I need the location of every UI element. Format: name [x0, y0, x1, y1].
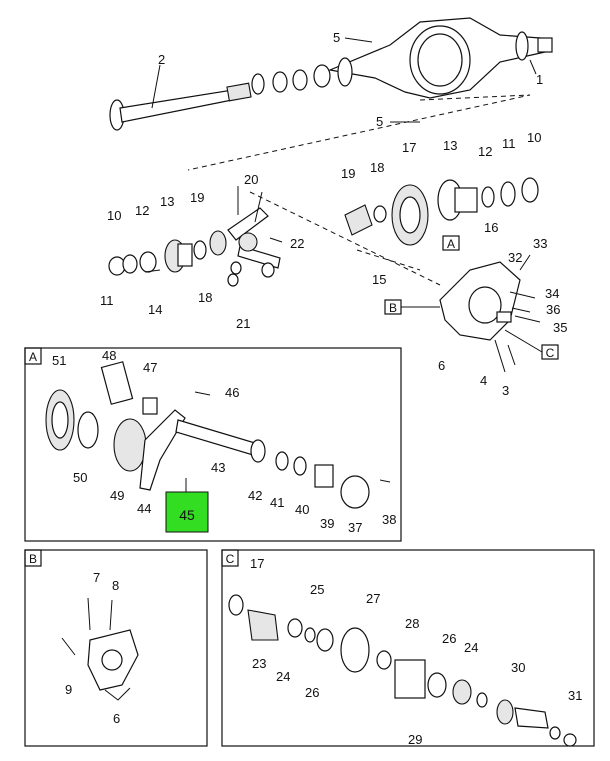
callout-17-c: 23 [252, 656, 266, 671]
callout-19-left: 19 [190, 190, 204, 205]
callout-20: 20 [244, 172, 258, 187]
detail-panel-b: B 7 8 9 6 [24, 549, 208, 747]
callout-13-right: 13 [443, 138, 457, 153]
callout-15: 15 [372, 272, 386, 287]
panel-b-tag: B [29, 552, 37, 566]
carrier-housing [439, 254, 541, 373]
svg-text:C: C [546, 346, 555, 360]
diff-case [437, 177, 539, 221]
callout-48: 48 [102, 348, 116, 363]
callout-25: 25 [310, 582, 324, 597]
detail-panel-c: C 17 23 24 24 25 26 26 27 28 29 30 31 [221, 549, 595, 747]
callout-26-left: 26 [305, 685, 319, 700]
callout-8: 8 [112, 578, 119, 593]
svg-text:B: B [389, 301, 397, 315]
callout-31: 31 [568, 688, 582, 703]
callout-13-left: 13 [160, 194, 174, 209]
callout-41: 41 [270, 495, 284, 510]
callout-9: 9 [65, 682, 72, 697]
callout-33: 33 [533, 236, 547, 251]
callout-43: 43 [211, 460, 225, 475]
callout-11-right: 11 [502, 136, 516, 151]
callout-34: 34 [545, 286, 559, 301]
assembly-guide-line [356, 249, 421, 271]
callout-4: 4 [480, 373, 487, 388]
callout-12-right: 12 [478, 144, 492, 159]
detail-panel-a: A 45 37 38 39 40 41 42 [24, 347, 402, 542]
callout-30: 30 [511, 660, 525, 675]
pinion-gear [344, 204, 373, 236]
callout-22: 22 [290, 236, 304, 251]
panel-a-parts [45, 361, 391, 509]
callout-18-left: 18 [198, 290, 212, 305]
ring-gear [391, 184, 429, 246]
callout-6: 6 [438, 358, 445, 373]
callout-45[interactable]: 45 [179, 507, 195, 523]
thrust-washer [373, 205, 387, 223]
callout-28: 28 [405, 616, 419, 631]
main-assembly: A B C 1 2 3 4 5 5 6 10 10 11 [100, 17, 567, 398]
highlighted-part-45[interactable]: 45 [165, 491, 209, 533]
callout-49: 49 [110, 488, 124, 503]
callout-51: 51 [52, 353, 66, 368]
svg-text:A: A [447, 237, 455, 251]
tag-b-main: B [384, 299, 440, 315]
callout-12-left: 12 [135, 203, 149, 218]
callout-47: 47 [143, 360, 157, 375]
axle-shaft [109, 82, 252, 131]
callout-10-right: 10 [527, 130, 541, 145]
callout-23: 17 [250, 556, 264, 571]
assembly-guide-line [187, 94, 531, 171]
callout-6-b: 6 [113, 711, 120, 726]
callout-18-right: 18 [370, 160, 384, 175]
callout-36: 36 [546, 302, 560, 317]
callout-29: 29 [408, 732, 422, 747]
callout-11-left: 11 [100, 293, 114, 308]
callout-7: 7 [93, 570, 100, 585]
callout-26-right: 26 [442, 631, 456, 646]
panel-c-tag: C [226, 552, 235, 566]
callout-37: 37 [348, 520, 362, 535]
callout-24-right: 24 [464, 640, 478, 655]
tag-c-main: C [504, 329, 559, 360]
callout-5-bottom: 5 [376, 114, 383, 129]
callout-1: 1 [536, 72, 543, 87]
callout-24-left: 24 [276, 669, 290, 684]
tag-a-main: A [442, 235, 460, 251]
callout-38: 38 [382, 512, 396, 527]
callout-3: 3 [502, 383, 509, 398]
axle-housing [327, 17, 553, 99]
callout-27: 27 [366, 591, 380, 606]
callout-17: 17 [402, 140, 416, 155]
callout-32: 32 [508, 250, 522, 265]
callout-42: 42 [248, 488, 262, 503]
callout-14: 14 [148, 302, 162, 317]
callout-10-left: 10 [107, 208, 121, 223]
callout-46: 46 [225, 385, 239, 400]
leader-lines-main [151, 37, 537, 243]
callout-35: 35 [553, 320, 567, 335]
panel-c-parts [228, 594, 577, 747]
callout-5-top: 5 [333, 30, 340, 45]
panel-b-parts [61, 597, 139, 701]
callout-2: 2 [158, 52, 165, 67]
left-diff-assembly [108, 207, 281, 287]
callout-50: 50 [73, 470, 87, 485]
callout-19-right: 19 [341, 166, 355, 181]
callout-16: 16 [484, 220, 498, 235]
callout-40: 40 [295, 502, 309, 517]
callout-44: 44 [137, 501, 151, 516]
panel-a-tag: A [29, 350, 37, 364]
shaft-hub-parts [251, 64, 331, 95]
callout-21: 21 [236, 316, 250, 331]
callout-39: 39 [320, 516, 334, 531]
